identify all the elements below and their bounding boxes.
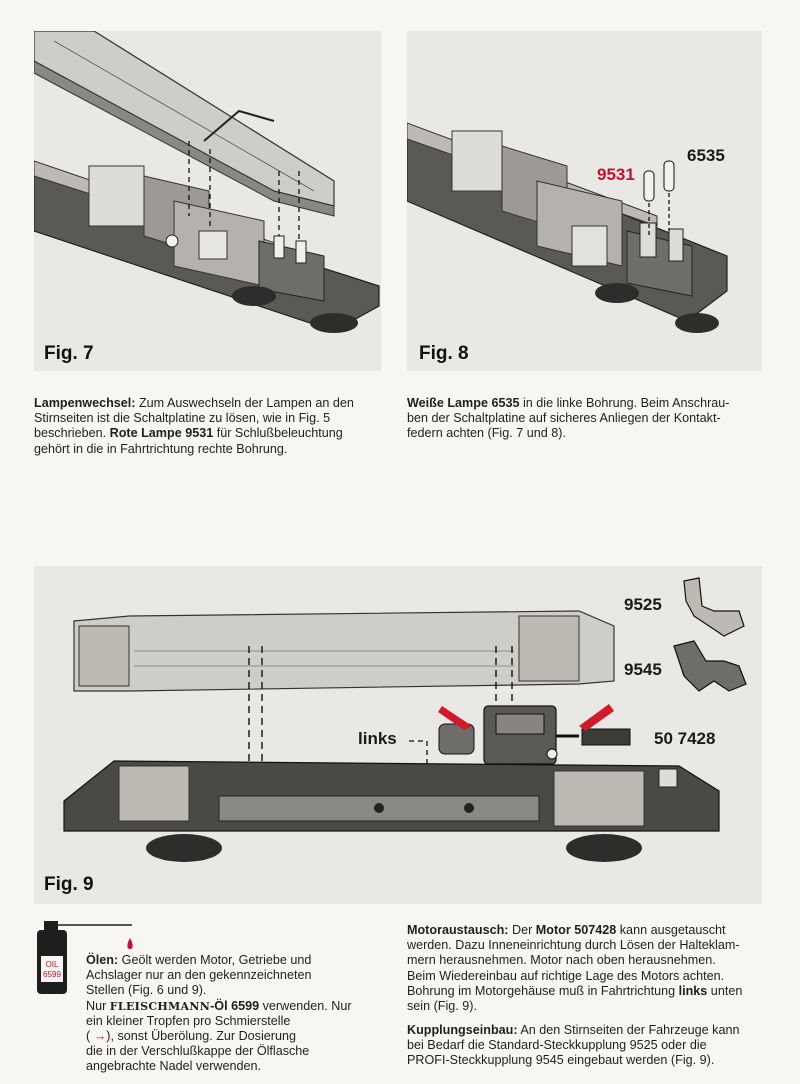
motoraustausch-paragraph: Motoraustausch: Der Motor 507428 kann au… — [407, 923, 767, 1014]
weisse-lampe-paragraph: Weiße Lampe 6535 in die linke Bohrung. B… — [407, 396, 767, 442]
lampenwechsel-heading: Lampenwechsel: — [34, 396, 136, 410]
oelen-line4-pre: Nur — [86, 998, 110, 1013]
motoraustausch-line5-bold: links — [678, 983, 708, 998]
fig7-label: Fig. 7 — [44, 343, 94, 364]
kupplung-line1: An den Stirnseiten der Fahrzeuge kann — [517, 1023, 740, 1037]
kupplung-line2: bei Bedarf die Standard-Steckkupplung 95… — [407, 1038, 707, 1053]
fig9-label: Fig. 9 — [44, 874, 94, 895]
figure-9-panel: 9525 9545 links 50 7428 Fig. 9 — [34, 566, 762, 904]
oelen-line5: ein kleiner Tropfen pro Schmierstelle — [86, 1013, 291, 1028]
figure-7-panel: Fig. 7 — [34, 31, 381, 371]
fig8-callout-6535: 6535 — [687, 146, 725, 165]
kupplung-paragraph: Kupplungseinbau: An den Stirnseiten der … — [407, 1023, 767, 1069]
fleischmann-brand: FLEISCHMANN — [109, 999, 211, 1013]
motoraustausch-line1-mid: Der — [508, 923, 536, 937]
oelen-line4-bold: 6599 — [231, 998, 260, 1013]
fig9-locomotive-exploded-illustration — [63, 577, 747, 862]
oelen-line4-post: verwenden. Nur — [259, 998, 352, 1013]
oil-bottle-label-1: OIL — [46, 960, 59, 969]
motoraustausch-heading: Motoraustausch: — [407, 923, 509, 937]
oelen-line1: Geölt werden Motor, Getriebe und — [118, 953, 312, 967]
weisse-lampe-line1: in die linke Bohrung. Beim Anschrau- — [519, 396, 730, 410]
coupling-9525-drawing — [683, 577, 745, 637]
fig7-locomotive-illustration — [34, 31, 380, 333]
oelen-line4-mid: -Öl — [210, 998, 232, 1013]
oelen-heading: Ölen: — [86, 953, 119, 967]
fig9-callout-9525: 9525 — [624, 595, 662, 614]
weisse-lampe-bold: Weiße Lampe 6535 — [407, 396, 520, 410]
red-arrow-icon: → — [93, 1029, 107, 1044]
oil-drop-icon — [127, 938, 133, 949]
motoraustausch-line6: sein (Fig. 9). — [407, 999, 477, 1014]
weisse-lampe-line2: ben der Schaltplatine auf sicheres Anlie… — [407, 411, 721, 426]
oelen-line6-pre: ( — [86, 1029, 94, 1044]
oelen-line6-post: ), sonst Überölung. Zur Dosierung — [106, 1029, 296, 1044]
fig8-label: Fig. 8 — [419, 343, 469, 364]
motoraustausch-line4: Beim Wiedereinbau auf richtige Lage des … — [407, 968, 725, 983]
lampenwechsel-paragraph: Lampenwechsel: Zum Auswechseln der Lampe… — [34, 396, 384, 457]
fig9-callout-9545: 9545 — [624, 660, 662, 679]
lampenwechsel-line1: Zum Auswechseln der Lampen an den — [135, 396, 354, 410]
fig8-locomotive-illustration — [407, 122, 728, 333]
motoraustausch-line1-post: kann ausgetauscht — [616, 923, 726, 937]
fig9-callout-links: links — [358, 729, 397, 748]
lampenwechsel-line3-bold: Rote Lampe 9531 — [109, 426, 214, 441]
lampenwechsel-line3-pre: beschrieben. — [34, 426, 110, 441]
kupplung-line3: PROFI-Steckkupplung 9545 eingebaut werde… — [407, 1053, 715, 1068]
oelen-line7: die in der Verschlußkappe der Ölflasche — [86, 1044, 310, 1059]
weisse-lampe-line3: federn achten (Fig. 7 und 8). — [407, 426, 566, 441]
motoraustausch-line5-pre: Bohrung im Motorgehäuse muß in Fahrtrich… — [407, 983, 679, 998]
oil-bottle-icon: OIL 6599 — [37, 921, 133, 994]
motoraustausch-line2: werden. Dazu Inneneinrichtung durch Löse… — [407, 938, 740, 953]
oelen-line8: angebrachte Nadel verwenden. — [86, 1059, 262, 1074]
kupplung-heading: Kupplungseinbau: — [407, 1023, 518, 1037]
oil-bottle-label-2: 6599 — [43, 970, 61, 979]
lampenwechsel-line4: gehört in die in Fahrtrichtung rechte Bo… — [34, 441, 288, 456]
oelen-paragraph: Ölen: Geölt werden Motor, Getriebe und A… — [86, 953, 366, 1075]
oelen-line2: Achslager nur an den gekennzeichneten — [86, 968, 312, 983]
lampenwechsel-line3-post: für Schlußbeleuchtung — [213, 426, 343, 441]
motoraustausch-line3: mern herausnehmen. Motor nach oben herau… — [407, 953, 716, 968]
fig8-callout-9531: 9531 — [597, 165, 635, 184]
figure-8-panel: 9531 6535 Fig. 8 — [407, 31, 762, 371]
motoraustausch-line5-post: unten — [707, 983, 743, 998]
oelen-line3: Stellen (Fig. 6 und 9). — [86, 983, 207, 998]
fig9-callout-motor: 50 7428 — [654, 729, 716, 748]
motoraustausch-line1-bold: Motor 507428 — [535, 923, 617, 937]
coupling-9545-drawing — [673, 640, 747, 692]
lampenwechsel-line2: Stirnseiten ist die Schaltplatine zu lös… — [34, 411, 331, 426]
